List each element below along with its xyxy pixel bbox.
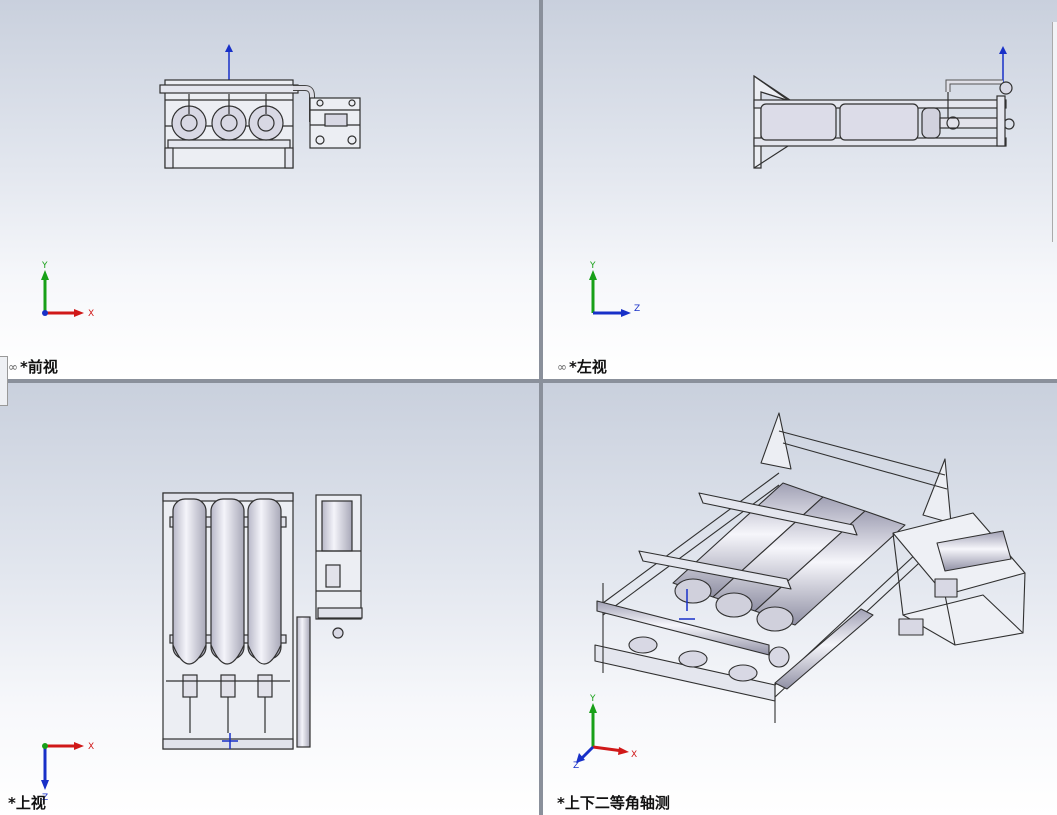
axis-triad-left: Y Z [589, 261, 640, 317]
feature-tree-collapse-tab[interactable] [0, 356, 8, 406]
viewport-title: *左视 [569, 358, 607, 376]
axis-label-y: Y [589, 694, 596, 704]
model-top-view[interactable] [0, 383, 539, 815]
viewport-left[interactable]: Y Z ∞ *左视 [543, 0, 1057, 379]
axis-label-h: Z [634, 304, 640, 314]
task-pane-edge-handle[interactable] [1052, 22, 1057, 242]
link-icon: ∞ [557, 359, 567, 374]
model-front-view[interactable] [0, 0, 539, 379]
model-left-view[interactable] [543, 0, 1057, 379]
viewport-label-isometric[interactable]: *上下二等角轴测 [557, 792, 670, 813]
viewport-label-top[interactable]: *上视 [8, 792, 46, 813]
axis-triad-top: X Z [41, 742, 94, 803]
viewport-front[interactable]: Y X ∞ *前视 [0, 0, 539, 379]
axis-label-z: Z [573, 761, 579, 769]
viewport-label-front[interactable]: ∞ *前视 [8, 356, 58, 377]
viewport-label-left[interactable]: ∞ *左视 [557, 356, 607, 377]
viewport-title: *上下二等角轴测 [557, 794, 670, 812]
axis-label-x: X [631, 750, 637, 760]
axis-label-h: X [88, 742, 94, 752]
axis-label-h: X [88, 309, 94, 319]
axis-label-v: Z [42, 793, 48, 803]
viewport-top[interactable]: X Z *上视 [0, 383, 539, 815]
axis-triad-front: Y X [41, 261, 94, 319]
viewport-splitter-horizontal[interactable] [0, 379, 1057, 383]
axis-triad-isometric: Y X Z [573, 694, 637, 769]
axis-label-v: Y [589, 261, 596, 271]
viewport-title: *上视 [8, 794, 46, 812]
model-isometric-view[interactable] [543, 383, 1057, 815]
viewport-isometric[interactable]: Y X Z *上下二等角轴测 [543, 383, 1057, 815]
viewport-title: *前视 [20, 358, 58, 376]
link-icon: ∞ [8, 359, 18, 374]
axis-label-v: Y [41, 261, 48, 271]
viewport-splitter-vertical[interactable] [539, 0, 543, 815]
